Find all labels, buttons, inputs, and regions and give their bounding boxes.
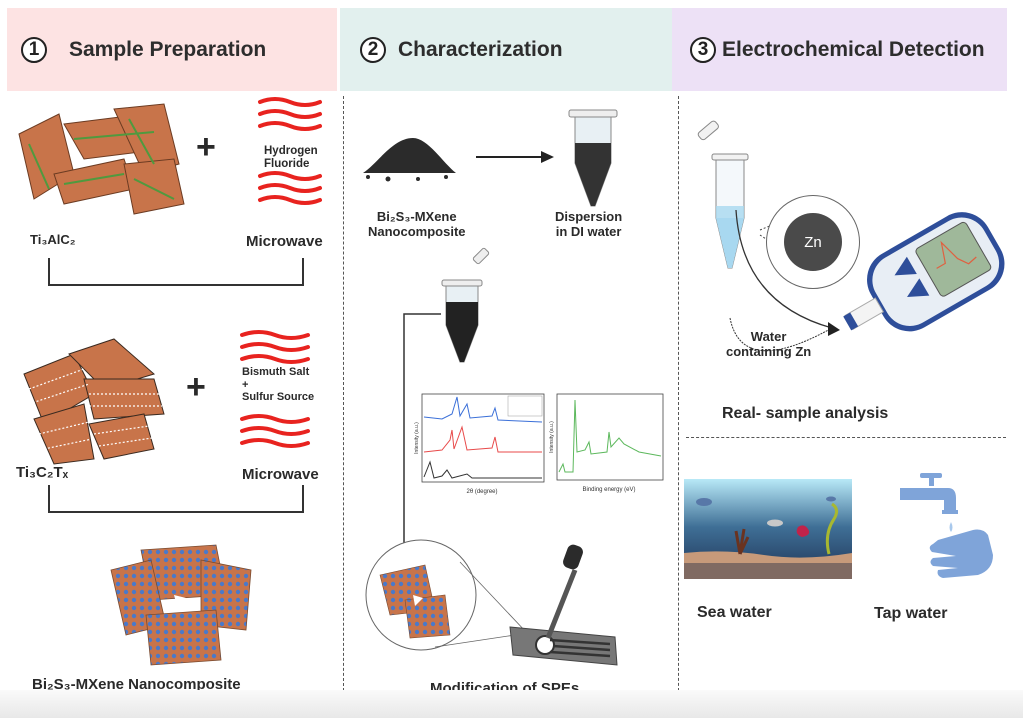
label-line: in DI water — [555, 223, 622, 239]
spe-modification-illustration — [365, 539, 618, 666]
potentiostat-device-icon — [843, 212, 1005, 332]
curved-arrow — [735, 209, 840, 336]
section-header-characterization: 2 Characterization — [340, 8, 672, 91]
reagent-line: + — [242, 378, 249, 391]
section-header-sample-preparation: 1 Sample Preparation — [7, 8, 337, 91]
arrow-right-icon — [476, 151, 554, 163]
fish-icon — [696, 498, 712, 506]
seaweed-icon — [796, 525, 810, 554]
section-header-electrochemical-detection: 3 Electrochemical Detection — [672, 8, 1007, 91]
powder-label: Bi₂S₃-MXene Nanocomposite — [368, 209, 466, 240]
microwave-waves-icon — [240, 330, 310, 448]
powder-pile-illustration — [363, 138, 456, 182]
ti3alc2-crystal-illustration — [18, 103, 185, 215]
product-label: Bi₂S₃-MXene Nanocomposite — [32, 676, 241, 693]
label-line: containing Zn — [726, 343, 812, 359]
reagent-label-hf: Hydrogen Fluoride — [264, 145, 318, 171]
process-label-microwave: Microwave — [242, 466, 319, 483]
microwave-waves-icon — [258, 97, 322, 205]
xrd-y-axis-label: Intensity (a.u.) — [414, 422, 420, 454]
subsection-divider — [686, 437, 1006, 438]
step-number-badge: 2 — [360, 36, 386, 63]
zn-ion-badge: Zn — [784, 213, 842, 271]
centrifuge-tube-open-icon — [441, 247, 490, 363]
bracket-connector — [48, 258, 304, 286]
section-title: Sample Preparation — [69, 37, 267, 61]
xrd-series-composite — [423, 396, 543, 423]
reagent-line: Sulfur Source — [242, 391, 315, 404]
xps-series — [558, 399, 662, 473]
xps-spectrum-chart: Binding energy (eV) Intensity (a.u.) — [549, 393, 664, 493]
process-label-microwave: Microwave — [246, 233, 323, 250]
seaweed-icon — [825, 502, 839, 555]
tap-water-icon — [900, 473, 993, 578]
material-label-ti3alc2: Ti₃AlC₂ — [30, 232, 76, 247]
label-line: Water — [750, 329, 787, 344]
reagent-line: Fluoride — [264, 158, 310, 171]
zn-magnifier: Zn — [766, 195, 860, 289]
xrd-series-bi2s3 — [423, 425, 542, 453]
step-number-badge: 1 — [21, 36, 47, 63]
xps-y-axis-label: Intensity (a.u.) — [549, 421, 555, 453]
real-sample-heading: Real- sample analysis — [722, 405, 889, 422]
bi2s3-mxene-nanocomposite-illustration — [110, 544, 252, 666]
section-title: Characterization — [398, 37, 563, 61]
material-label-ti3c2tx: Ti₃C₂Tₓ — [16, 464, 69, 481]
tap-water-label: Tap water — [874, 605, 948, 622]
step-number-badge: 3 — [690, 36, 716, 63]
plus-sign: + — [196, 128, 216, 166]
plus-sign: + — [186, 368, 206, 406]
water-sample-label: Water containing Zn — [726, 329, 812, 360]
bottom-edge — [0, 690, 1023, 718]
xrd-series-ti3c2tx — [423, 460, 542, 479]
fish-icon — [826, 496, 836, 502]
xrd-pattern-chart: 2θ (degree) Intensity (a.u.) — [414, 393, 545, 495]
label-line: Nanocomposite — [368, 223, 466, 239]
section-title: Electrochemical Detection — [722, 37, 985, 61]
dropper-icon — [563, 544, 583, 570]
xrd-x-axis-label: 2θ (degree) — [466, 489, 497, 495]
fish-icon — [767, 519, 783, 527]
sea-water-label: Sea water — [697, 604, 772, 621]
seaweed-icon — [734, 528, 750, 555]
dispersion-label: Dispersion in DI water — [555, 209, 623, 240]
label-line: Dispersion — [555, 209, 623, 224]
reagent-line: Bismuth Salt — [242, 366, 310, 378]
centrifuge-tube-dispersion-icon — [568, 109, 618, 207]
section-divider — [678, 96, 679, 706]
section-divider — [343, 96, 344, 696]
sea-water-illustration — [684, 479, 852, 579]
ti3c2tx-mxene-illustration — [23, 338, 165, 465]
bracket-connector — [48, 485, 304, 513]
xps-x-axis-label: Binding energy (eV) — [582, 487, 635, 493]
xrd-legend — [507, 395, 543, 417]
reagent-line: Hydrogen — [264, 145, 318, 157]
reagent-label-bismuth-sulfur: Bismuth Salt + Sulfur Source — [242, 366, 314, 404]
label-line: Bi₂S₃-MXene — [376, 209, 457, 224]
